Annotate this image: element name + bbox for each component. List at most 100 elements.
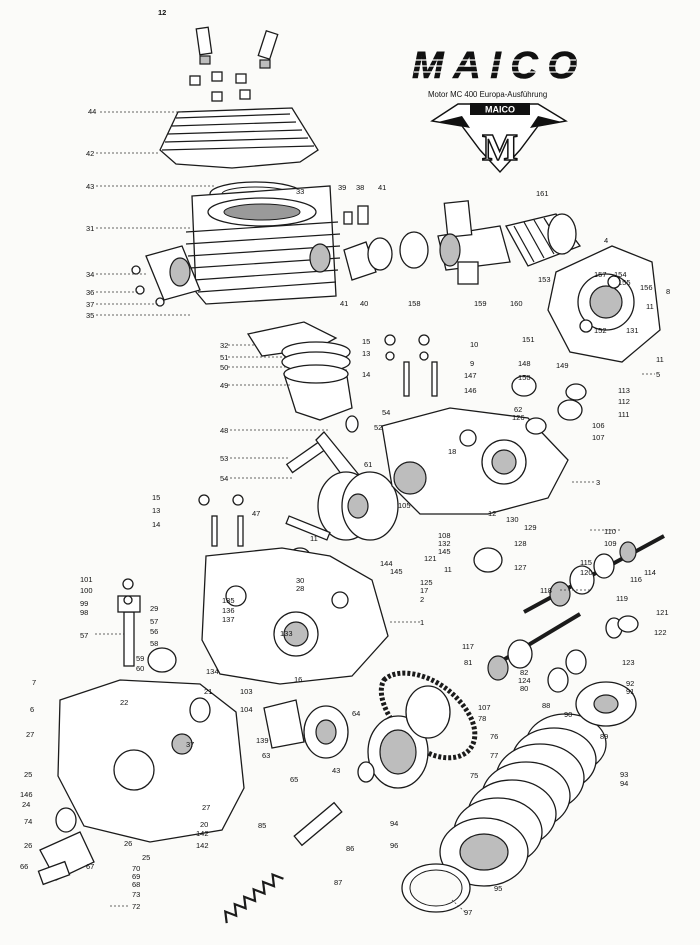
callout-153: 153 — [538, 275, 551, 284]
callout-129: 129 — [524, 523, 537, 532]
intake-flange — [131, 245, 201, 307]
callout-69: 69 — [132, 872, 140, 881]
callout-147: 147 — [464, 371, 477, 380]
callout-128: 128 — [514, 539, 527, 548]
callout-93: 93 — [620, 770, 628, 779]
callout-15-lower: 15 — [152, 493, 160, 502]
gear-cluster-lower — [487, 612, 623, 693]
callout-11-crank: 11 — [310, 534, 318, 543]
callout-38: 38 — [356, 183, 364, 192]
callout-51: 51 — [220, 353, 228, 362]
callout-12-case: 12 — [488, 509, 496, 518]
callout-10: 10 — [470, 340, 478, 349]
callout-11-ignition: 11 — [646, 302, 654, 311]
callout-131: 131 — [626, 326, 639, 335]
kickstart-spring — [223, 872, 284, 924]
callout-111: 111 — [618, 410, 629, 419]
pressure-plate — [575, 681, 637, 727]
callout-61: 61 — [364, 460, 372, 469]
intake-connector — [343, 205, 429, 281]
callout-28: 28 — [296, 584, 304, 593]
callout-9: 9 — [470, 359, 474, 368]
callout-57-left: 57 — [150, 617, 158, 626]
callout-107: 107 — [592, 433, 605, 442]
callout-113: 113 — [618, 386, 630, 395]
callout-13-lower: 13 — [152, 506, 160, 515]
callout-94-clutch: 94 — [390, 819, 398, 828]
callout-47: 47 — [252, 509, 260, 518]
callout-88: 88 — [542, 701, 550, 710]
callout-75: 75 — [470, 771, 478, 780]
callout-97: 97 — [464, 908, 472, 917]
crankcase-right — [381, 407, 569, 515]
callout-158: 158 — [408, 299, 421, 308]
callout-104: 104 — [240, 705, 253, 714]
callout-48: 48 — [220, 426, 228, 435]
callout-32: 32 — [220, 341, 228, 350]
callout-62: 62 — [514, 405, 522, 414]
callout-20: 20 — [200, 820, 208, 829]
callout-94-right: 94 — [620, 779, 628, 788]
callout-134: 134 — [206, 667, 219, 676]
callout-121-a: 121 — [424, 554, 437, 563]
head-nuts — [189, 71, 251, 102]
callout-145-a: 145 — [438, 547, 451, 556]
callout-149: 149 — [556, 361, 569, 370]
callout-3: 3 — [596, 478, 600, 487]
callout-56: 56 — [150, 627, 158, 636]
callout-27-lower: 27 — [202, 803, 210, 812]
callout-16: 16 — [294, 675, 302, 684]
callout-95: 95 — [494, 884, 502, 893]
callout-15-upper: 15 — [362, 337, 370, 346]
callout-76: 76 — [490, 732, 498, 741]
callout-11-right: 11 — [656, 355, 664, 364]
callout-66: 66 — [20, 862, 28, 871]
callout-36: 36 — [86, 288, 94, 297]
callout-39: 39 — [338, 183, 346, 192]
callout-89: 89 — [600, 732, 608, 741]
callout-67-small: 67 — [86, 862, 94, 871]
callout-116: 116 — [630, 575, 642, 584]
emblem-letter: M — [482, 127, 518, 169]
callout-22: 22 — [120, 698, 128, 707]
callout-53-upper: 53 — [220, 454, 228, 463]
callout-98: 98 — [80, 608, 88, 617]
callout-54-top: 54 — [382, 408, 390, 417]
callout-109: 109 — [604, 539, 617, 548]
callout-8-top: 8 — [666, 287, 670, 296]
callout-101: 101 — [80, 575, 93, 584]
callout-6: 6 — [30, 705, 34, 714]
callout-146: 146 — [464, 386, 477, 395]
emblem-text: MAICO — [485, 105, 515, 115]
callout-54-lower: 54 — [220, 474, 228, 483]
callout-130: 130 — [506, 515, 519, 524]
clutch-plates — [401, 713, 607, 913]
callout-52: 52 — [374, 423, 382, 432]
callout-60-left: 60 — [136, 664, 144, 673]
callout-30: 30 — [296, 576, 304, 585]
callout-156: 156 — [640, 283, 653, 292]
callout-142-a: 142 — [196, 829, 209, 838]
callout-21: 21 — [204, 687, 212, 696]
callout-74: 74 — [24, 817, 32, 826]
callout-114: 114 — [644, 568, 656, 577]
callout-42: 42 — [86, 149, 94, 158]
callout-78: 78 — [478, 714, 486, 723]
callout-37-cover: 37 — [186, 740, 194, 749]
callout-5: 5 — [656, 370, 660, 379]
callout-33: 33 — [296, 187, 304, 196]
callout-37: 37 — [86, 300, 94, 309]
callout-125: 125 — [420, 578, 433, 587]
ignition-cover — [547, 245, 661, 363]
callout-151: 151 — [522, 335, 535, 344]
crankshaft — [285, 431, 399, 565]
callout-25-lower: 25 — [142, 853, 150, 862]
callout-35: 35 — [86, 311, 94, 320]
maico-logo: MAICO — [412, 45, 578, 88]
callout-107-chain: 107 — [478, 703, 491, 712]
callout-136: 136 — [222, 606, 235, 615]
callout-57-pump: 57 — [80, 631, 88, 640]
cylinder-barrel — [185, 185, 341, 305]
callout-161: 161 — [536, 189, 549, 198]
callout-160: 160 — [510, 299, 523, 308]
